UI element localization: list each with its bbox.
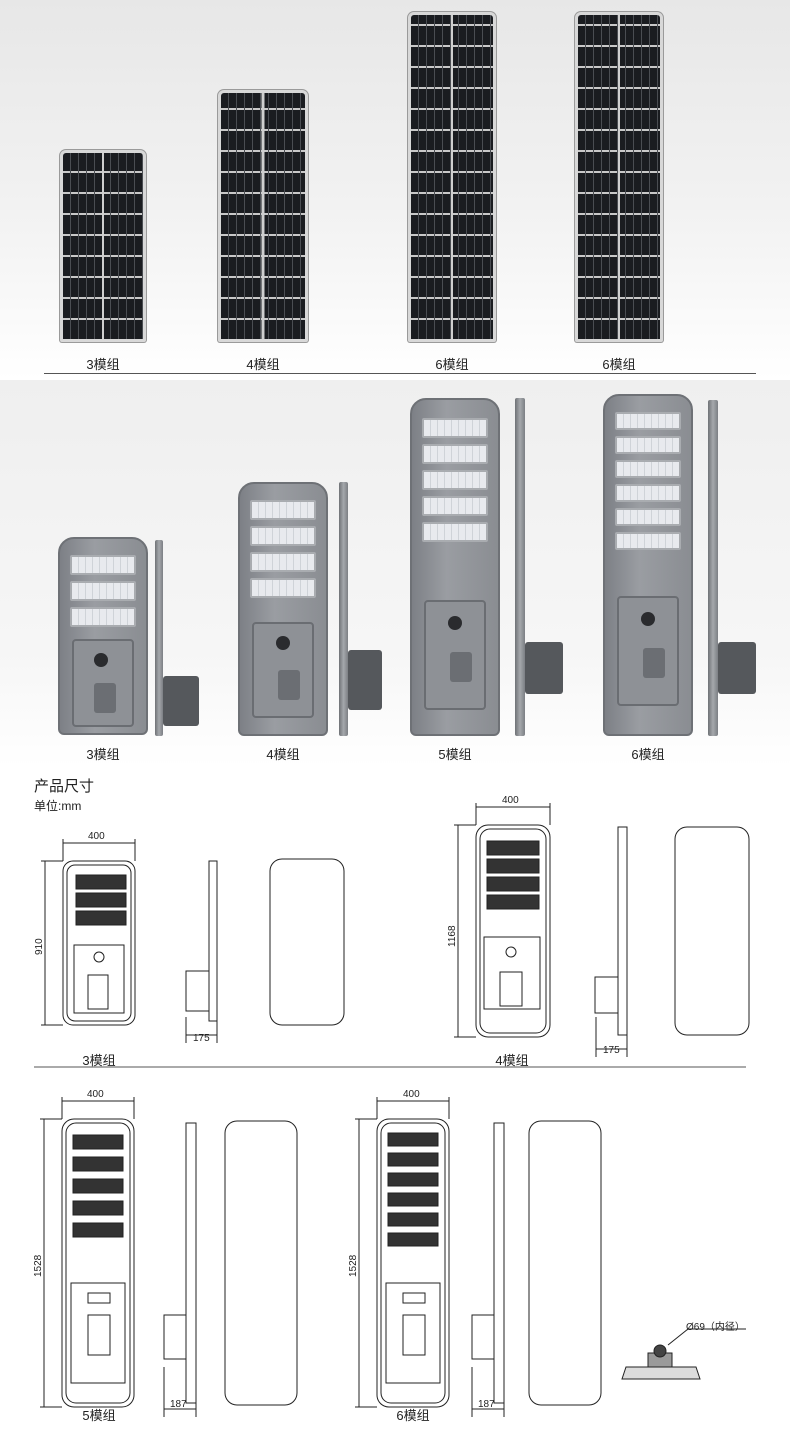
- mount-bracket: [643, 648, 666, 678]
- led-array: [615, 436, 681, 454]
- side-bracket: [718, 642, 756, 694]
- depth-label-4: 175: [603, 1045, 620, 1056]
- panel-caption-1: 3模组: [86, 357, 120, 372]
- lamp-caption-3: 5模组: [438, 747, 472, 762]
- sensor-icon: [641, 612, 656, 626]
- pole-diameter-note: Ø69（内径）: [686, 1322, 745, 1333]
- battery-box: [72, 639, 134, 727]
- lamp-4-module-front: [238, 482, 328, 736]
- drawing-caption-4: 4模组: [495, 1053, 529, 1068]
- lamp-6-module-front: [603, 394, 693, 736]
- led-array: [70, 555, 136, 575]
- dimensions-unit: 单位:mm: [34, 799, 82, 813]
- lamp-section: 3模组 4模组 5模组 6模组: [0, 380, 790, 767]
- lamp-6-module-side: [708, 400, 718, 736]
- mount-bracket: [94, 683, 117, 713]
- panel-caption-2: 4模组: [246, 357, 280, 372]
- panel-caption-3: 6模组: [435, 357, 469, 372]
- led-array: [70, 607, 136, 627]
- led-array: [250, 578, 316, 598]
- dimensions-title: 产品尺寸: [34, 778, 95, 795]
- depth-label-3: 175: [193, 1033, 210, 1044]
- solar-panel-6-module-b: [575, 12, 663, 342]
- lamp-5-module-front: [410, 398, 500, 736]
- led-array: [615, 460, 681, 478]
- sensor-icon: [448, 616, 463, 630]
- led-array: [615, 412, 681, 430]
- sensor-icon: [94, 653, 109, 667]
- lamp-4-module-side: [339, 482, 348, 736]
- lamp-caption-1: 3模组: [86, 747, 120, 762]
- width-label-3: 400: [88, 831, 105, 842]
- height-label-5: 1528: [33, 1254, 44, 1277]
- led-array: [422, 418, 488, 438]
- depth-label-5: 187: [170, 1399, 187, 1410]
- drawing-caption-3: 3模组: [82, 1053, 116, 1068]
- battery-box: [617, 596, 679, 706]
- battery-box: [252, 622, 314, 718]
- led-array: [70, 581, 136, 601]
- drawing-caption-5: 5模组: [82, 1408, 116, 1423]
- side-bracket: [163, 676, 199, 726]
- solar-panel-6-module-a: [408, 12, 496, 342]
- width-label-4: 400: [502, 795, 519, 806]
- led-array: [250, 526, 316, 546]
- solar-panel-section: 3模组 4模组 6模组 6模组: [0, 0, 790, 380]
- battery-box: [424, 600, 486, 710]
- side-bracket: [525, 642, 563, 694]
- led-array: [615, 508, 681, 526]
- lamp-5-module-side: [515, 398, 525, 736]
- lamp-caption-2: 4模组: [266, 747, 300, 762]
- section-divider: [44, 373, 756, 374]
- height-label-6: 1528: [348, 1254, 359, 1277]
- depth-label-6: 187: [478, 1399, 495, 1410]
- lamp-caption-4: 6模组: [631, 747, 665, 762]
- lamp-3-module-side: [155, 540, 163, 736]
- led-array: [615, 532, 681, 550]
- led-array: [422, 470, 488, 490]
- dimension-drawings: [34, 803, 750, 1417]
- led-array: [422, 496, 488, 516]
- mount-bracket: [278, 670, 301, 700]
- width-label-5: 400: [87, 1089, 104, 1100]
- drawing-caption-6: 6模组: [396, 1408, 430, 1423]
- height-label-4: 1168: [447, 925, 458, 947]
- width-label-6: 400: [403, 1089, 420, 1100]
- mount-bracket: [450, 652, 473, 682]
- led-array: [422, 522, 488, 542]
- height-label-3: 910: [34, 938, 45, 955]
- lamp-3-module-front: [58, 537, 148, 735]
- solar-panel-3-module: [60, 150, 146, 342]
- led-array: [615, 484, 681, 502]
- solar-panel-4-module: [218, 90, 308, 342]
- led-array: [422, 444, 488, 464]
- led-array: [250, 500, 316, 520]
- panel-caption-4: 6模组: [602, 357, 636, 372]
- sensor-icon: [276, 636, 291, 650]
- dimension-section: 产品尺寸 单位:mm: [0, 767, 790, 1430]
- led-array: [250, 552, 316, 572]
- side-bracket: [348, 650, 382, 710]
